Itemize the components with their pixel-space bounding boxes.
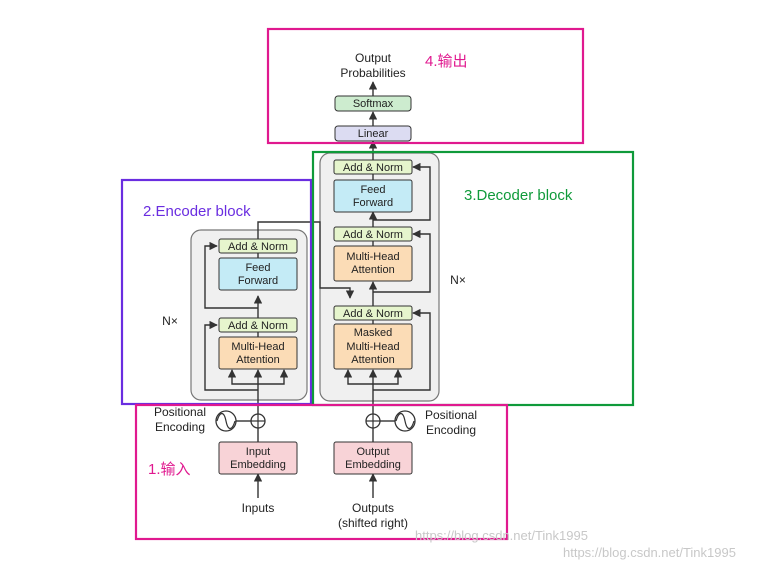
encoder-add-norm-2-label: Add & Norm	[228, 241, 288, 253]
decoder-positional-label-2: Encoding	[426, 423, 476, 437]
input-annotation: 1.输入	[148, 461, 191, 478]
outputs-label-2: (shifted right)	[338, 516, 408, 530]
encoder-annotation: 2.Encoder block	[143, 203, 251, 220]
encoder-mha-label-1: Multi-Head	[231, 341, 284, 353]
input-region-frame	[134, 403, 509, 541]
output-embedding-label-1: Output	[356, 446, 389, 458]
outputs-label-1: Outputs	[352, 501, 394, 515]
encoder-positional-wave-icon	[215, 410, 237, 432]
inputs-label: Inputs	[242, 501, 275, 515]
decoder-add-norm-3-label: Add & Norm	[343, 162, 403, 174]
encoder-positional-label-2: Encoding	[155, 420, 205, 434]
decoder-annotation: 3.Decoder block	[464, 187, 573, 204]
output-embedding-box	[333, 441, 413, 475]
encoder-add-norm-1-label: Add & Norm	[228, 320, 288, 332]
output-probabilities-label: Output	[355, 51, 392, 65]
watermark-1: https://blog.csdn.net/Tink1995	[415, 528, 588, 543]
encoder-multi-head-attention	[218, 336, 298, 370]
decoder-mha-label-2: Attention	[351, 264, 394, 276]
output-embedding-label-2: Embedding	[345, 459, 401, 471]
watermark-2: https://blog.csdn.net/Tink1995	[563, 545, 736, 560]
decoder-add-norm-1-label: Add & Norm	[343, 308, 403, 320]
decoder-feed-forward-label-2: Forward	[353, 197, 393, 209]
encoder-feed-forward-label-1: Feed	[245, 262, 270, 274]
connection-lines	[204, 81, 431, 498]
encoder-layer-stack	[190, 229, 308, 401]
decoder-add-norm-1	[333, 305, 413, 321]
decoder-mha-label-1: Multi-Head	[346, 251, 399, 263]
decoder-feed-forward	[333, 179, 413, 213]
softmax-box	[334, 95, 412, 112]
input-embedding-box	[218, 441, 298, 475]
decoder-feed-forward-label-1: Feed	[360, 184, 385, 196]
encoder-positional-label-1: Positional	[154, 405, 206, 419]
decoder-add-circle-icon	[365, 413, 381, 429]
encoder-add-norm-2	[218, 238, 298, 254]
decoder-nx-label: N×	[450, 273, 466, 287]
decoder-masked-attention	[333, 323, 413, 370]
decoder-positional-label-1: Positional	[425, 408, 477, 422]
softmax-label: Softmax	[353, 98, 394, 110]
encoder-nx-label: N×	[162, 314, 178, 328]
encoder-feed-forward	[218, 257, 298, 291]
encoder-mha-label-2: Attention	[236, 354, 279, 366]
decoder-positional-wave-icon	[394, 410, 416, 432]
decoder-masked-label-2: Multi-Head	[346, 341, 399, 353]
decoder-add-norm-3	[333, 159, 413, 175]
linear-box	[334, 125, 412, 142]
decoder-add-norm-2-label: Add & Norm	[343, 229, 403, 241]
encoder-add-norm-1	[218, 317, 298, 333]
encoder-add-circle-icon	[250, 413, 266, 429]
decoder-masked-label-3: Attention	[351, 354, 394, 366]
encoder-feed-forward-label-2: Forward	[238, 275, 278, 287]
linear-label: Linear	[358, 128, 389, 140]
output-annotation: 4.输出	[425, 53, 468, 70]
input-embedding-label-1: Input	[246, 446, 270, 458]
decoder-masked-label-1: Masked	[354, 327, 393, 339]
output-region-frame	[266, 27, 585, 145]
decoder-multi-head-attention	[333, 245, 413, 282]
input-embedding-label-2: Embedding	[230, 459, 286, 471]
decoder-add-norm-2	[333, 226, 413, 242]
output-probabilities-label-2: Probabilities	[340, 66, 405, 80]
